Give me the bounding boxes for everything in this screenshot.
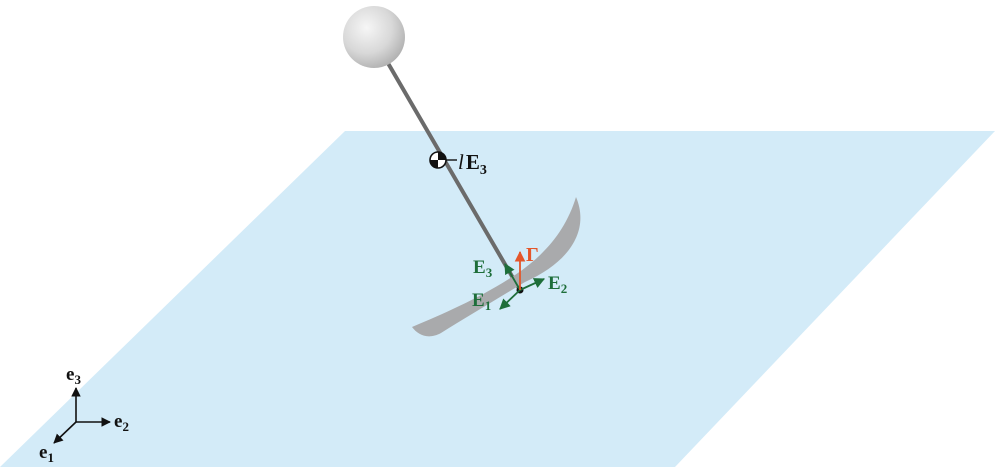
- body-axis-E2-sub: 2: [561, 281, 568, 296]
- body-axis-E3-sub: 3: [486, 265, 493, 280]
- pendulum-mass-sphere: [343, 6, 405, 68]
- com-label-E: E: [466, 150, 480, 174]
- com-label: lE3: [458, 150, 487, 178]
- body-axis-E3-arrow: [504, 263, 521, 291]
- inertial-axis-e1-main: e: [39, 442, 47, 463]
- inertial-axis-e3-sub: 3: [74, 372, 81, 387]
- body-axis-E3-main: E: [473, 257, 486, 278]
- ground-plane: [0, 131, 995, 467]
- pendulum-rod: [376, 44, 522, 292]
- body-axis-E1-arrow: [499, 289, 521, 310]
- inertial-axis-e1-arrow: [53, 421, 77, 444]
- center-of-mass-symbol: [429, 151, 457, 169]
- body-axis-E1-label: E1: [472, 290, 491, 313]
- body-axis-E2-arrow: [519, 278, 545, 291]
- com-label-l: l: [458, 150, 464, 174]
- inertial-axis-e3-main: e: [66, 364, 74, 385]
- inertial-axis-e2-main: e: [114, 411, 122, 432]
- inertial-axis-e3-label: e3: [66, 364, 81, 387]
- body-axis-E3-label: E3: [473, 257, 493, 280]
- body-axis-E2-main: E: [548, 273, 561, 294]
- body-axis-E1-sub: 1: [485, 298, 492, 313]
- inertial-axis-e1-label: e1: [39, 442, 54, 465]
- inertial-axis-e2-sub: 2: [122, 419, 129, 434]
- body-axis-E1-main: E: [472, 290, 485, 311]
- body-axis-E2-label: E2: [548, 273, 567, 296]
- rolling-body: [412, 197, 581, 337]
- force-label: Γ: [526, 244, 539, 266]
- inertial-axis-e1-sub: 1: [47, 450, 54, 465]
- inertial-axis-e2-label: e2: [114, 411, 129, 434]
- com-label-sub: 3: [480, 163, 487, 178]
